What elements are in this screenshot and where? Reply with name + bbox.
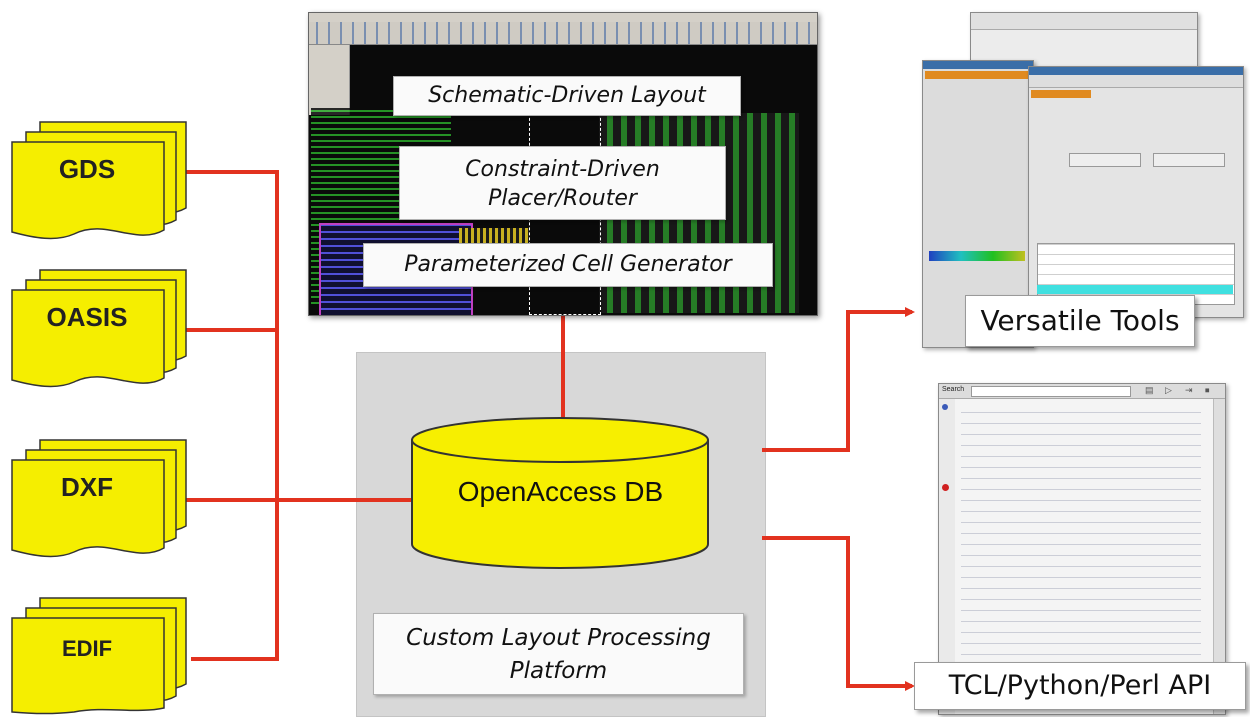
trace-button [1069,153,1141,167]
file-label-oasis: OASIS [46,302,128,332]
tool-window-trace-tabs [1029,75,1243,88]
stop-icon[interactable]: ⏹ [1205,385,1210,395]
search-label: Search [942,386,965,393]
code-lines-placeholder [961,404,1201,694]
feature-constraint-driven-placer-router: Constraint-Driven Placer/Router [399,146,726,220]
editor-palette-panel [309,45,350,115]
result-table-selected-row [1037,285,1233,294]
file-label-dxf: DXF [61,472,113,502]
feature-parameterized-cell-generator: Parameterized Cell Generator [363,243,773,287]
file-stack-dxf: DXF [8,438,193,558]
script-editor-window: Search ▤ ▷ ⇥ ⏹ [938,383,1226,715]
tool-window-left-gradient [929,251,1025,261]
tool-window-trace [1028,66,1244,318]
step-icon[interactable]: ⇥ [1185,385,1193,395]
tool-window-left-titlebar [923,61,1033,69]
file-label-edif: EDIF [61,636,113,661]
file-stack-oasis: OASIS [8,268,193,388]
editor-toolbar [309,22,817,45]
versatile-tools-screenshots [918,12,1246,350]
db-api-connector [762,536,915,691]
openaccess-db-cylinder: OpenAccess DB [408,414,713,574]
result-table [1037,243,1235,305]
tool-window-trace-highlight [1031,90,1091,98]
api-label: TCL/Python/Perl API [914,662,1246,710]
db-tools-connector [762,307,915,452]
versatile-tools-label: Versatile Tools [965,295,1195,347]
gds-edif-connector [186,170,279,661]
file-stack-gds: GDS [8,120,193,240]
search-bar: Search ▤ ▷ ⇥ ⏹ [939,384,1225,399]
search-input[interactable] [971,386,1131,397]
tool-window-back-toolbar [971,13,1197,30]
find-short-button [1153,153,1225,167]
tool-window-left-tab [925,71,1031,79]
feature-schematic-driven-layout: Schematic-Driven Layout [393,76,741,116]
platform-label: Custom Layout Processing Platform [373,613,744,695]
code-gutter [939,399,955,714]
code-scrollbar[interactable] [1213,399,1225,714]
breakpoint-marker-1 [942,404,948,410]
database-label: OpenAccess DB [457,476,664,507]
file-label-gds: GDS [58,154,116,184]
tool-window-trace-titlebar [1029,67,1243,75]
search-icon[interactable]: ▤ [1145,385,1154,395]
file-stack-edif: EDIF [8,596,193,715]
play-icon[interactable]: ▷ [1165,385,1172,395]
breakpoint-marker-2 [942,484,949,491]
